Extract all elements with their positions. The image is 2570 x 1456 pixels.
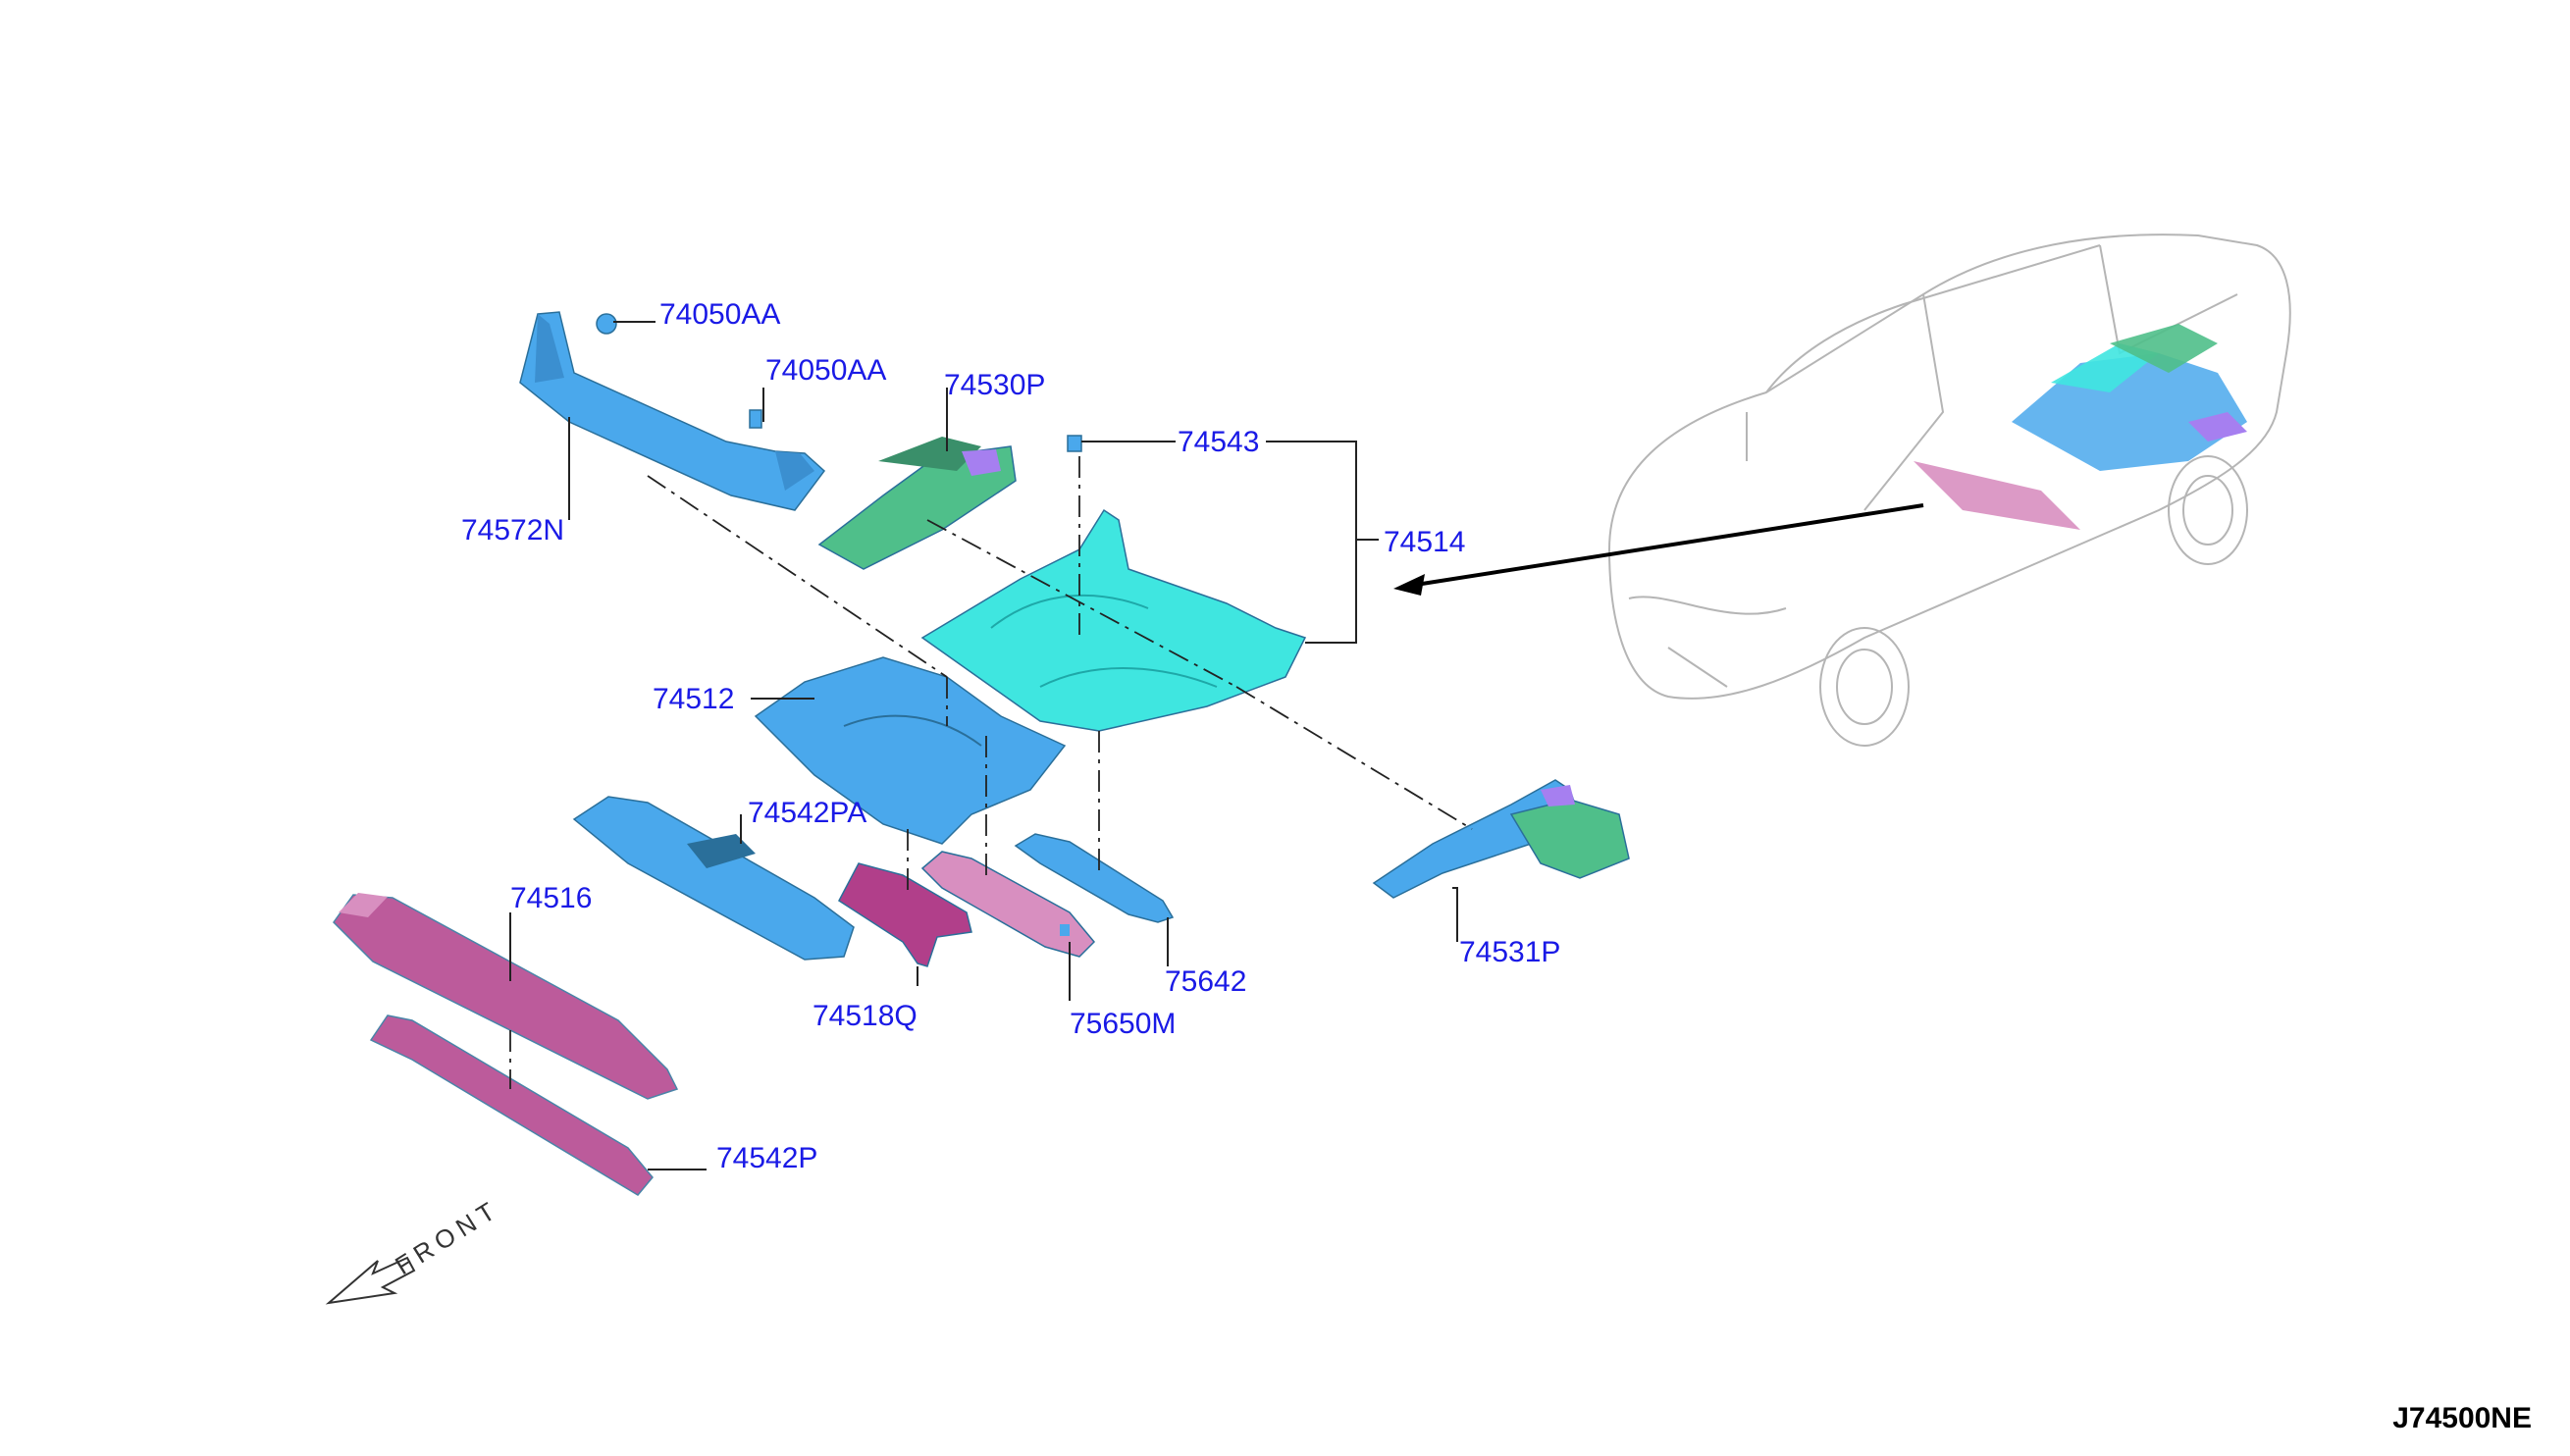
callout-75650M: 75650M: [1070, 1008, 1176, 1040]
callout-74542P: 74542P: [716, 1142, 817, 1174]
assembly-lines: [509, 456, 1473, 1089]
front-arrow-icon: [325, 1256, 416, 1305]
callout-74572N: 74572N: [461, 514, 564, 546]
reference-car: [1607, 234, 2291, 747]
clip-74050AA-b: [749, 409, 762, 429]
callout-74530P: 74530P: [944, 369, 1045, 401]
front-indicator: FRONT: [325, 1193, 505, 1305]
callout-74050AA-a: 74050AA: [659, 298, 780, 331]
clip-74543: [1067, 435, 1082, 452]
part-74512-front-floor: [754, 656, 1067, 845]
callout-74543: 74543: [1178, 426, 1259, 458]
leader-lines: [509, 321, 1458, 1170]
part-75650M-member: [920, 851, 1096, 958]
callout-74531P: 74531P: [1459, 936, 1560, 968]
part-74542PA-member: [572, 796, 855, 961]
callout-74516: 74516: [510, 882, 592, 914]
pointer-arrowhead: [1393, 574, 1425, 596]
part-74516-crossmember: [333, 893, 679, 1100]
callout-75642: 75642: [1165, 965, 1246, 998]
pointer-arrow-line: [1402, 503, 1924, 589]
part-74518Q-bracket: [838, 862, 972, 967]
front-label: FRONT: [390, 1193, 504, 1280]
part-74530P-bracket: [817, 437, 1017, 570]
part-74542P-reinforcement: [369, 1014, 654, 1196]
part-74572N-crossmember: [519, 311, 826, 511]
clip-74050AA-a: [596, 313, 617, 335]
callout-74518Q: 74518Q: [813, 1000, 918, 1032]
part-74531P-bracket: [1372, 779, 1630, 899]
callout-74514: 74514: [1384, 526, 1465, 558]
callout-74512: 74512: [653, 683, 734, 715]
drawing-code: J74500NE: [2392, 1402, 2532, 1434]
part-75642-bracket: [1014, 833, 1175, 923]
callout-74542PA: 74542PA: [748, 797, 866, 829]
callout-74050AA-b: 74050AA: [765, 354, 886, 387]
